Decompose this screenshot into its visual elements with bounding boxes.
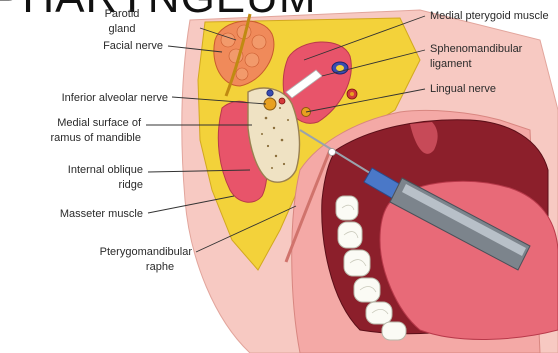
label-facial-nerve: Facial nerve <box>103 40 163 52</box>
label-internal-oblique-line2: ridge <box>119 179 143 191</box>
labels-left: Parotid gland Facial nerve Inferior alve… <box>51 8 193 273</box>
label-lingual-nerve: Lingual nerve <box>430 83 496 95</box>
label-medial-surface-line2: ramus of mandible <box>51 132 142 144</box>
needle-tip-marker <box>329 149 336 156</box>
label-parotid-gland-line2: gland <box>109 23 136 35</box>
label-medial-pterygoid-muscle: Medial pterygoid muscle <box>430 10 549 22</box>
label-inferior-alveolar-nerve: Inferior alveolar nerve <box>62 92 168 104</box>
label-sphenomandibular-line2: ligament <box>430 58 472 70</box>
label-pterygomandibular-line1: Pterygomandibular <box>100 246 193 258</box>
label-medial-surface-line1: Medial surface of <box>57 117 142 129</box>
label-masseter-muscle: Masseter muscle <box>60 208 143 220</box>
label-internal-oblique-line1: Internal oblique <box>68 164 143 176</box>
label-pterygomandibular-line2: raphe <box>146 261 174 273</box>
label-parotid-gland-line1: Parotid <box>105 8 140 20</box>
label-sphenomandibular-line1: Sphenomandibular <box>430 43 523 55</box>
